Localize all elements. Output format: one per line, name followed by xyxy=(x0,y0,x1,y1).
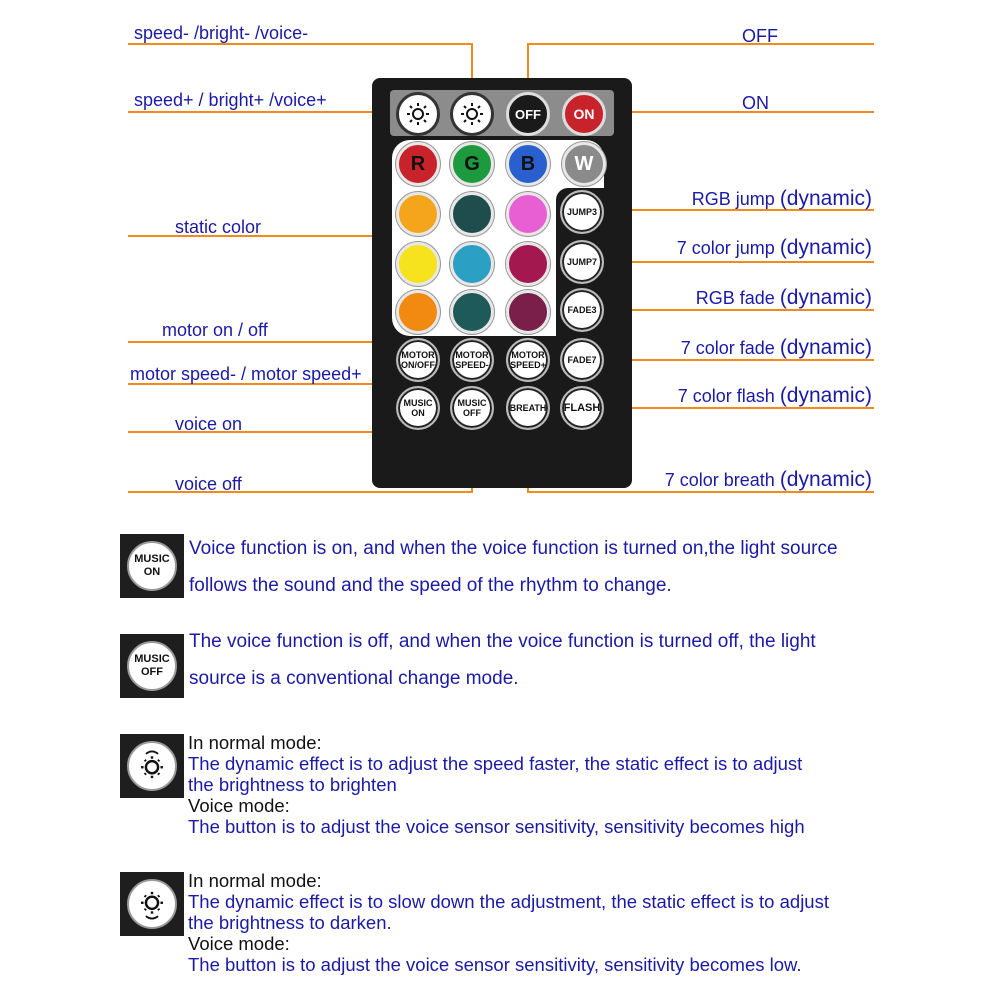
static-color-button[interactable] xyxy=(506,242,550,286)
sun-down-icon xyxy=(407,103,429,125)
static-color-button[interactable] xyxy=(396,290,440,334)
music-off-description: The voice function is off, and when the … xyxy=(189,631,816,689)
off-button[interactable]: OFF xyxy=(506,92,550,136)
speed-up-icon-box xyxy=(120,734,184,798)
label-speed-plus: speed+ / bright+ /voice+ xyxy=(134,90,327,110)
breath-button[interactable]: BREATH xyxy=(506,386,550,430)
label-on: ON xyxy=(742,93,769,113)
flash-button[interactable]: FLASH xyxy=(560,386,604,430)
static-color-button[interactable] xyxy=(450,192,494,236)
label-off: OFF xyxy=(742,26,778,46)
brightness-up-button[interactable] xyxy=(450,92,494,136)
sun-down-icon xyxy=(127,879,177,929)
white-button[interactable]: W xyxy=(562,142,606,186)
static-color-button[interactable] xyxy=(506,290,550,334)
label-7color-jump: 7 color jump (dynamic) xyxy=(676,236,872,259)
brightness-down-button[interactable] xyxy=(396,92,440,136)
jump3-button[interactable]: JUMP3 xyxy=(560,190,604,234)
static-color-button[interactable] xyxy=(450,290,494,334)
static-color-button[interactable] xyxy=(506,192,550,236)
label-7color-fade: 7 color fade (dynamic) xyxy=(680,336,872,359)
static-color-button[interactable] xyxy=(396,192,440,236)
static-color-button[interactable] xyxy=(450,242,494,286)
label-7color-breath: 7 color breath (dynamic) xyxy=(664,468,872,491)
green-button[interactable]: G xyxy=(450,142,494,186)
dynamic-tag: (dynamic) xyxy=(779,468,872,491)
label-motor-speed: motor speed- / motor speed+ xyxy=(130,364,362,384)
static-color-button[interactable] xyxy=(396,242,440,286)
music-on-description: Voice function is on, and when the voice… xyxy=(189,538,838,596)
on-button[interactable]: ON xyxy=(562,92,606,136)
label-speed-minus: speed- /bright- /voice- xyxy=(134,23,309,43)
blue-button[interactable]: B xyxy=(506,142,550,186)
red-button[interactable]: R xyxy=(396,142,440,186)
dynamic-tag: (dynamic) xyxy=(779,236,872,259)
label-rgb-fade: RGB fade (dynamic) xyxy=(695,286,872,309)
label-static-color: static color xyxy=(175,217,262,237)
label-motor-onoff: motor on / off xyxy=(162,320,268,340)
speed-down-icon-box xyxy=(120,872,184,936)
label-7color-flash: 7 color flash (dynamic) xyxy=(677,384,872,407)
speed-up-description: In normal mode: The dynamic effect is to… xyxy=(188,732,805,837)
sun-up-icon xyxy=(127,741,177,791)
dynamic-tag: (dynamic) xyxy=(779,336,872,359)
dynamic-tag: (dynamic) xyxy=(779,187,872,210)
speed-down-description: In normal mode: The dynamic effect is to… xyxy=(188,870,829,975)
jump7-button[interactable]: JUMP7 xyxy=(560,240,604,284)
fade7-button[interactable]: FADE7 xyxy=(560,338,604,382)
dynamic-tag: (dynamic) xyxy=(779,384,872,407)
fade3-button[interactable]: FADE3 xyxy=(560,288,604,332)
sun-up-icon xyxy=(461,103,483,125)
label-rgb-jump: RGB jump (dynamic) xyxy=(691,187,872,210)
label-voice-off: voice off xyxy=(175,474,242,494)
label-voice-on: voice on xyxy=(175,414,243,434)
dynamic-tag: (dynamic) xyxy=(779,286,872,309)
